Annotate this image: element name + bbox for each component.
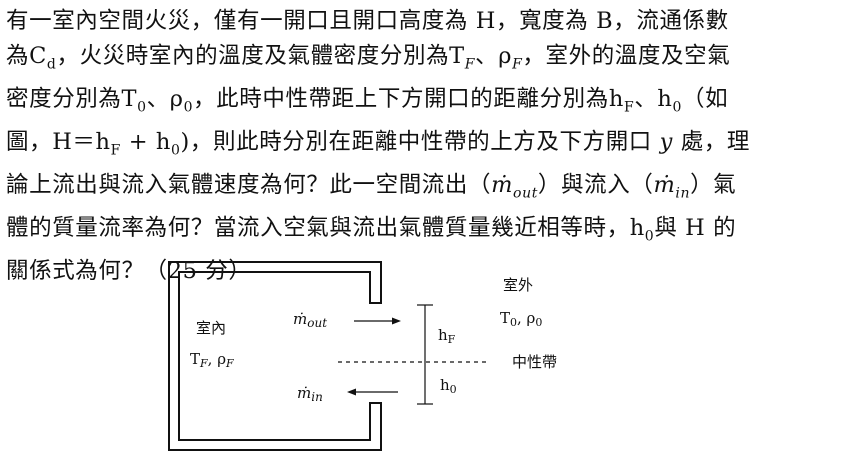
inflow-arrow-head — [347, 388, 356, 396]
problem-line-3: 密度分別為T0、ρ0，此時中性帶距上下方開口的距離分別為hF、h0（如 — [6, 85, 729, 116]
outdoor-label: 室外 — [503, 276, 533, 294]
indoor-label: 室內 — [196, 319, 226, 337]
height-lower-label: h0 — [440, 376, 457, 396]
indoor-props: TF, ρF — [190, 350, 234, 370]
problem-line-2: 為Cd，火災時室內的溫度及氣體密度分別為TF、ρF，室外的溫度及空氣 — [6, 42, 731, 73]
mass-out-label: ṁout — [293, 310, 327, 330]
height-upper-label: hF — [438, 326, 456, 346]
problem-line-1: 有一室內空間火災，僅有一開口且開口高度為 H，寬度為 B，流通係數 — [6, 8, 729, 34]
problem-line-6: 體的質量流率為何？當流入空氣與流出氣體質量幾近相等時，h0與 H 的 — [6, 214, 737, 245]
outdoor-props: T0, ρ0 — [500, 309, 542, 329]
problem-line-5: 論上流出與流入氣體速度為何？此一空間流出（ṁout）與流入（ṁin）氣 — [6, 171, 737, 202]
problem-line-4: 圖，H＝hF + h0)，則此時分別在距離中性帶的上方及下方開口 y 處，理 — [6, 128, 751, 159]
mass-in-label: ṁin — [297, 384, 323, 404]
neutral-plane-label: 中性帶 — [512, 353, 557, 371]
problem-text: 有一室內空間火災，僅有一開口且開口高度為 H，寬度為 B，流通係數 為Cd，火災… — [6, 4, 836, 289]
outflow-arrow-head — [392, 317, 401, 325]
room-wall — [168, 261, 382, 451]
